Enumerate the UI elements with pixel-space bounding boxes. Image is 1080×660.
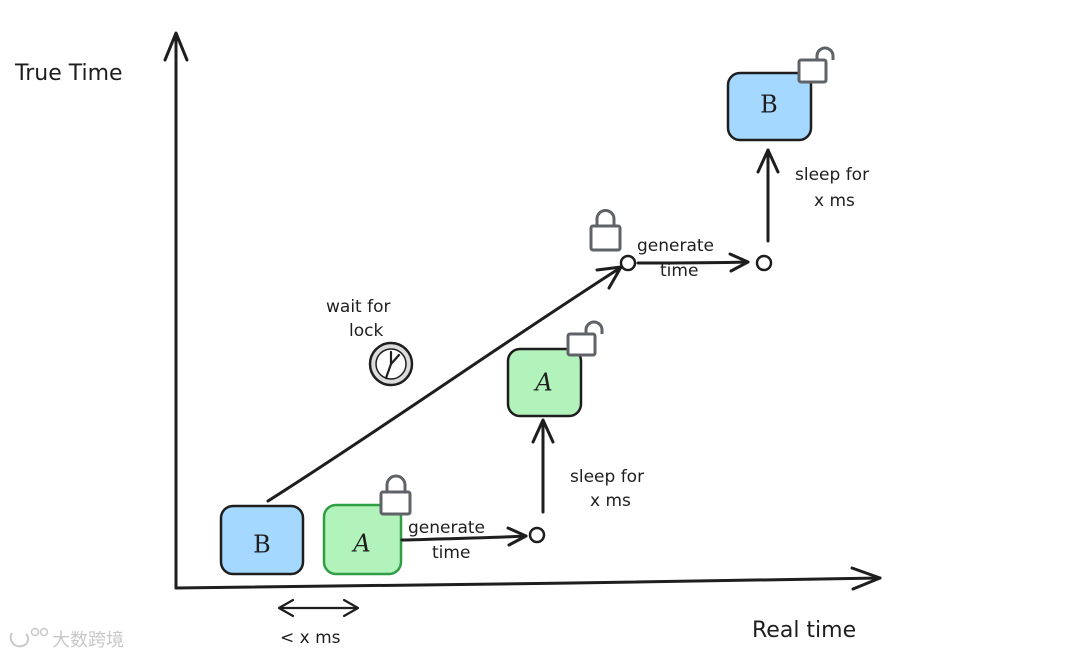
node-b-lock	[619, 254, 637, 272]
sleep-a-line1: sleep for	[570, 467, 644, 487]
generate-time-b-line1: generate	[637, 236, 714, 256]
arrow-generate-a	[400, 526, 528, 547]
arrow-generate-b	[636, 252, 750, 273]
generate-time-a-line2: time	[432, 543, 470, 563]
arrow-gap	[277, 598, 360, 618]
box-a-start: A	[322, 503, 403, 576]
arrow-sleep-a	[531, 418, 555, 514]
box-b-start: B	[219, 504, 305, 576]
node-a-generated	[528, 526, 546, 544]
x-axis	[174, 566, 882, 591]
box-b-end-label: B	[760, 91, 778, 119]
sleep-a-line2: x ms	[590, 491, 631, 511]
box-b-end-rect	[726, 71, 813, 142]
watermark-logo-icon	[9, 632, 30, 648]
generate-time-a-line1: generate	[408, 518, 485, 538]
node-b-generated	[755, 254, 773, 272]
box-a-end-label: A	[533, 369, 552, 397]
lock-closed-icon	[379, 474, 412, 516]
box-a-start-label: A	[351, 530, 370, 558]
lock-open-icon	[566, 320, 604, 357]
lock-closed-icon-b	[589, 209, 622, 252]
box-b-start-label: B	[253, 531, 271, 559]
x-axis-label: Real time	[752, 618, 856, 643]
gap-label: < x ms	[280, 628, 341, 648]
lock-open-icon-b	[797, 46, 835, 84]
box-b-end: B	[726, 71, 813, 142]
wait-for-lock-line2: lock	[349, 321, 383, 341]
arrow-sleep-b	[756, 148, 780, 243]
sleep-b-line1: sleep for	[795, 165, 869, 185]
box-b-start-rect	[219, 504, 305, 576]
y-axis	[163, 31, 189, 590]
wait-for-lock-line1: wait for	[326, 297, 391, 317]
sleep-b-line2: x ms	[814, 191, 855, 211]
clock-icon	[368, 341, 414, 387]
box-a-end: A	[506, 347, 583, 418]
box-a-end-rect	[506, 347, 583, 418]
generate-time-b-line2: time	[660, 261, 698, 281]
y-axis-label: True Time	[14, 61, 123, 86]
watermark-text: 大数跨境	[52, 630, 124, 651]
watermark: 大数跨境	[9, 627, 124, 651]
